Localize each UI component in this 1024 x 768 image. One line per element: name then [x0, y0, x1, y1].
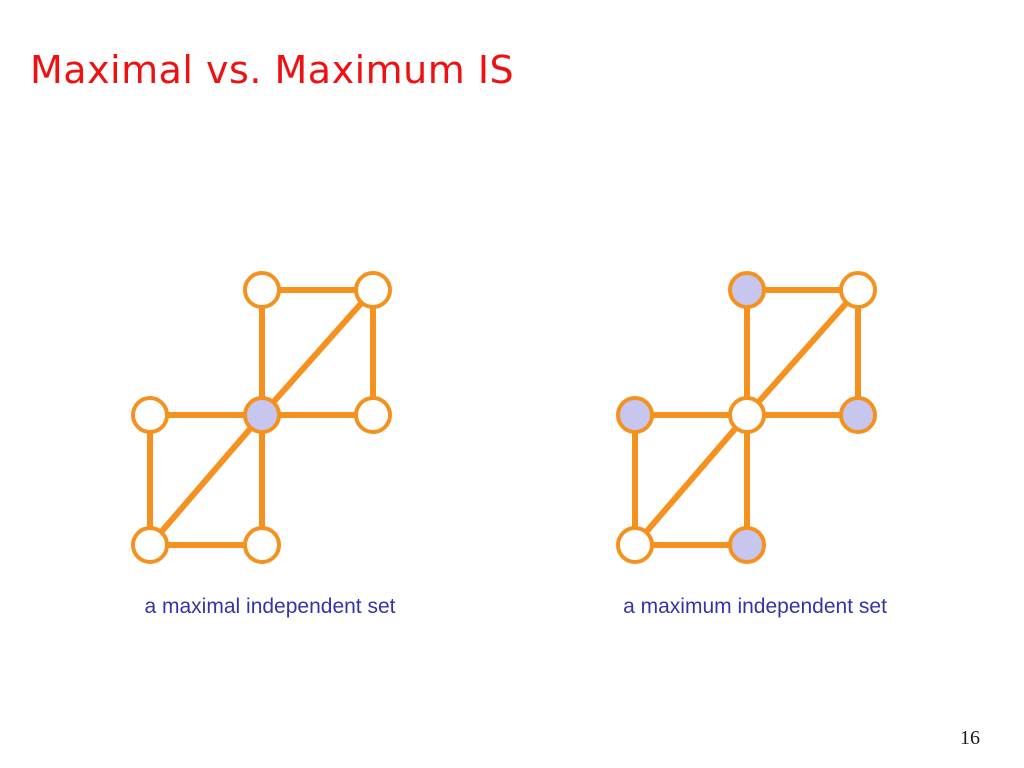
figure-maximum-independent-set: a maximum independent set — [540, 250, 970, 650]
graph-diagram-maximum — [616, 271, 877, 564]
graph-node — [354, 396, 392, 434]
page-title: Maximal vs. Maximum IS — [30, 48, 515, 92]
graph-node — [131, 396, 169, 434]
graph-node — [243, 271, 281, 309]
graph-edge — [147, 413, 265, 547]
graph-node-selected — [616, 396, 654, 434]
graph-edge — [632, 413, 750, 547]
graph-node-selected — [728, 526, 766, 564]
graph-edge — [259, 288, 376, 417]
figure-maximal-independent-set: a maximal independent set — [55, 250, 485, 650]
figure-caption-maximum: a maximum independent set — [623, 595, 887, 618]
graph-node — [728, 396, 766, 434]
graph-node — [243, 526, 281, 564]
figure-caption-maximal: a maximal independent set — [144, 595, 396, 618]
graph-node-selected — [243, 396, 281, 434]
graph-node-selected — [728, 271, 766, 309]
page-number: 16 — [960, 727, 980, 749]
graph-node — [839, 271, 877, 309]
graph-node — [131, 526, 169, 564]
graph-node — [354, 271, 392, 309]
graph-edge — [744, 288, 861, 417]
graph-node-selected — [839, 396, 877, 434]
graph-diagram-maximal — [131, 271, 392, 564]
graph-node — [616, 526, 654, 564]
